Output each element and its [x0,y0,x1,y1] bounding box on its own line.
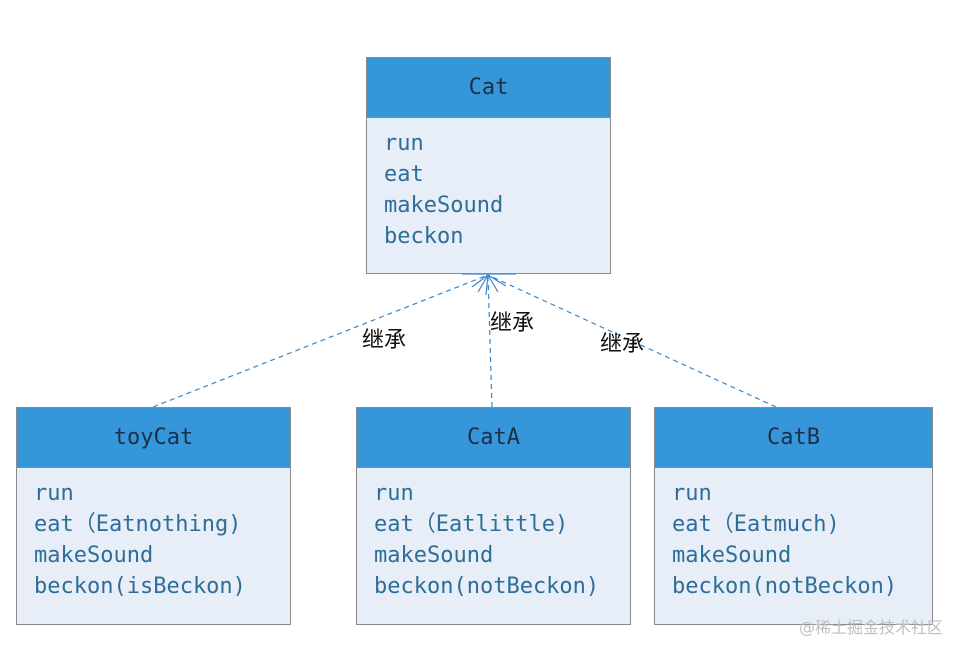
class-members: run eat（Eatnothing) makeSound beckon(isB… [17,468,290,602]
edge-catb-to-cat [487,274,777,408]
class-members: run eat（Eatmuch) makeSound beckon(notBec… [655,468,932,602]
member: makeSound [34,543,154,568]
edge-cata-to-cat [487,274,493,408]
member: beckon [384,224,464,249]
member: beckon(notBeckon) [374,574,600,599]
class-members: run eat makeSound beckon [367,118,610,252]
class-name: CatA [357,408,630,468]
member: makeSound [384,193,504,218]
member: run [384,131,424,156]
class-box-toycat: toyCat run eat（Eatnothing) makeSound bec… [16,407,291,625]
member: run [374,481,414,506]
edge-toycat-to-cat [152,274,489,408]
member: eat [384,162,424,187]
class-name: toyCat [17,408,290,468]
class-box-cat: Cat run eat makeSound beckon [366,57,611,274]
watermark: @稀土掘金技术社区 [798,618,943,637]
member: makeSound [374,543,494,568]
inheritance-arrowhead [462,273,516,296]
edge-label-cata: 继承 [490,311,535,336]
member: run [34,481,74,506]
member: beckon(notBeckon) [672,574,898,599]
member: beckon(isBeckon) [34,574,246,599]
member: eat（Eatlittle) [374,512,569,537]
edge-label-toycat: 继承 [362,328,407,353]
member: eat（Eatmuch) [672,512,840,537]
class-name: CatB [655,408,932,468]
class-name: Cat [367,58,610,118]
member: eat（Eatnothing) [34,512,242,537]
member: makeSound [672,543,792,568]
edge-label-catb: 继承 [600,332,645,357]
class-box-catb: CatB run eat（Eatmuch) makeSound beckon(n… [654,407,933,625]
class-members: run eat（Eatlittle) makeSound beckon(notB… [357,468,630,602]
class-box-cata: CatA run eat（Eatlittle) makeSound beckon… [356,407,631,625]
member: run [672,481,712,506]
